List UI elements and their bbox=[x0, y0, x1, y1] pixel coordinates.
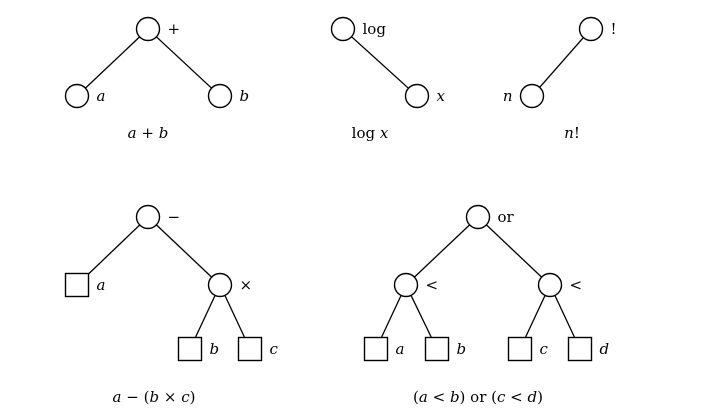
tree-edge bbox=[84, 36, 141, 89]
tree-edge bbox=[380, 295, 402, 338]
operand-node bbox=[64, 272, 90, 298]
node-label: b bbox=[210, 340, 220, 358]
caption-segment: a bbox=[113, 388, 122, 406]
tree-caption: (a < b) or (c < d) bbox=[413, 388, 543, 406]
tree-edge bbox=[413, 224, 471, 278]
operator-node bbox=[207, 272, 233, 298]
caption-segment: ) or ( bbox=[460, 388, 497, 406]
operator-node bbox=[207, 83, 233, 109]
caption-segment: − ( bbox=[122, 388, 150, 406]
operand-node bbox=[424, 336, 450, 362]
operator-node bbox=[537, 272, 563, 298]
operator-node bbox=[330, 16, 356, 42]
expression-tree-3: !nn! bbox=[503, 16, 617, 142]
node-label: ! bbox=[611, 20, 617, 38]
tree-edge bbox=[554, 295, 576, 338]
caption-segment: c bbox=[181, 388, 190, 406]
node-label: < bbox=[570, 276, 583, 294]
node-label: + bbox=[168, 20, 181, 38]
caption-segment: b bbox=[159, 124, 169, 142]
caption-segment: log bbox=[352, 124, 380, 142]
caption-segment: b bbox=[149, 388, 159, 406]
tree-edge bbox=[539, 37, 584, 88]
operand-node bbox=[567, 336, 593, 362]
tree-edge bbox=[88, 224, 141, 275]
caption-segment: < bbox=[505, 388, 527, 406]
caption-segment: a bbox=[419, 388, 428, 406]
node-label: n bbox=[503, 87, 513, 105]
operator-node bbox=[135, 16, 161, 42]
node-label: < bbox=[426, 276, 439, 294]
tree-caption: a − (b × c) bbox=[113, 388, 196, 406]
operator-node bbox=[519, 83, 545, 109]
node-label: a bbox=[396, 340, 405, 358]
caption-segment: ) bbox=[537, 388, 543, 406]
node-label: x bbox=[437, 87, 446, 105]
caption-segment: x bbox=[380, 124, 389, 142]
node-label: − bbox=[168, 208, 181, 226]
tree-edge bbox=[410, 295, 432, 338]
node-label: × bbox=[240, 276, 253, 294]
node-label: a bbox=[97, 276, 106, 294]
operator-node bbox=[465, 204, 491, 230]
node-label: log bbox=[363, 20, 387, 38]
caption-segment: b bbox=[450, 388, 460, 406]
caption-segment: c bbox=[497, 388, 506, 406]
operand-node bbox=[363, 336, 389, 362]
caption-segment: < bbox=[428, 388, 450, 406]
node-label: c bbox=[540, 340, 549, 358]
node-label: or bbox=[498, 208, 515, 226]
tree-edge bbox=[194, 295, 216, 338]
node-label: b bbox=[240, 87, 250, 105]
caption-segment: ! bbox=[574, 124, 580, 142]
tree-edge bbox=[524, 295, 546, 338]
node-label: b bbox=[457, 340, 467, 358]
caption-segment: a bbox=[128, 124, 137, 142]
tree-edge bbox=[155, 224, 213, 278]
caption-segment: ) bbox=[190, 388, 196, 406]
tree-edge bbox=[224, 295, 246, 338]
tree-caption: log x bbox=[352, 124, 389, 142]
tree-edge bbox=[485, 224, 543, 278]
operator-node bbox=[393, 272, 419, 298]
caption-segment: + bbox=[137, 124, 159, 142]
tree-edge bbox=[155, 36, 213, 89]
tree-edge bbox=[351, 36, 409, 89]
caption-segment: n bbox=[564, 124, 574, 142]
operator-node bbox=[135, 204, 161, 230]
node-label: c bbox=[270, 340, 279, 358]
operand-node bbox=[237, 336, 263, 362]
caption-segment: × bbox=[159, 388, 181, 406]
node-label: d bbox=[600, 340, 610, 358]
caption-segment: d bbox=[528, 388, 538, 406]
operator-node bbox=[64, 83, 90, 109]
tree-caption: a + b bbox=[128, 124, 169, 142]
operand-node bbox=[177, 336, 203, 362]
operator-node bbox=[578, 16, 604, 42]
caption-segment: ( bbox=[413, 388, 419, 406]
node-label: a bbox=[97, 87, 106, 105]
tree-caption: n! bbox=[564, 124, 580, 142]
operand-node bbox=[507, 336, 533, 362]
operator-node bbox=[404, 83, 430, 109]
